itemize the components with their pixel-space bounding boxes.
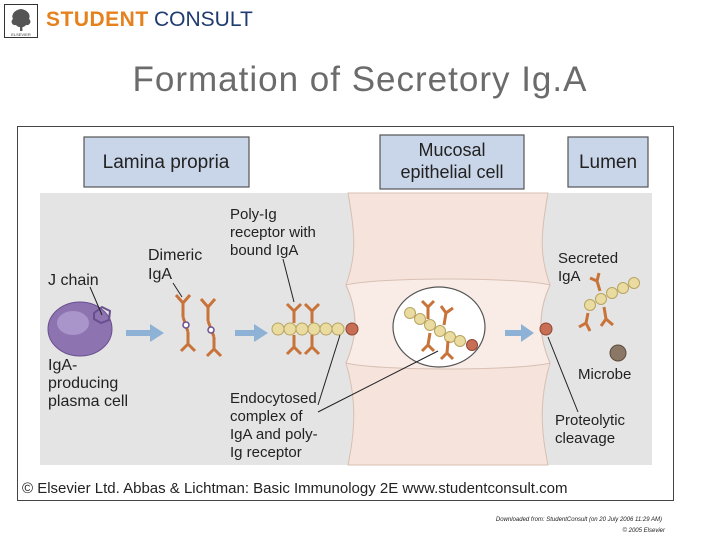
j-chain-link-icon — [182, 321, 190, 329]
j-chain-icon — [93, 305, 112, 325]
bound-iga-icon — [285, 302, 321, 356]
endo-label-line2: complex of — [230, 408, 303, 425]
figure-copyright: © Elsevier Ltd. Abbas & Lichtman: Basic … — [22, 480, 567, 497]
dimeric-label-line2: IgA — [148, 266, 172, 283]
endo-label-line1: Endocytosed — [230, 390, 317, 407]
lumen-label: Lumen — [579, 152, 637, 173]
arrow-2-icon — [235, 324, 268, 342]
plasma-cell-nucleus — [57, 311, 89, 335]
brand-consult: CONSULT — [154, 8, 253, 31]
iga-label-line2: producing — [48, 375, 118, 392]
proteolytic-label-line2: cleavage — [555, 430, 615, 447]
poly-ig-receptor-chain — [271, 322, 359, 336]
iga-label-line1: IgA- — [48, 357, 77, 374]
endocytosed-complex — [404, 307, 478, 351]
secreted-iga-icon — [578, 272, 614, 332]
arrow-1-icon — [126, 324, 164, 342]
j-chain-label: J chain — [48, 272, 99, 289]
download-note: Downloaded from: StudentConsult (on 20 J… — [495, 517, 662, 523]
microbe-label: Microbe — [578, 366, 631, 383]
endo-label-line3: IgA and poly- — [230, 426, 318, 443]
secreted-label-line2: IgA — [558, 268, 581, 285]
publisher-label: ELSEVIER — [11, 32, 31, 37]
j-chain-link-icon — [207, 326, 215, 334]
leader-lines — [89, 258, 579, 413]
microbe-icon — [609, 344, 627, 362]
cleaved-receptor-fragment — [539, 322, 553, 336]
footer-copyright: © 2005 Elsevier — [622, 528, 665, 534]
iga-label-line3: plasma cell — [48, 393, 128, 410]
secreted-iga — [584, 277, 640, 311]
lamina-propria-label: Lamina propria — [103, 152, 230, 173]
endo-label-line4: Ig receptor — [230, 444, 302, 461]
polyig-label-line3: bound IgA — [230, 242, 298, 259]
iga-formation-figure: Lamina propria Mucosal epithelial cell L… — [17, 126, 674, 501]
arrow-3-icon — [505, 324, 534, 342]
slide-title: Formation of Secretory Ig.A — [132, 60, 588, 99]
header-lumen — [567, 136, 649, 188]
brand-student: STUDENT — [46, 8, 149, 31]
polyig-label-line1: Poly-Ig — [230, 206, 277, 223]
mucosal-label-line2: epithelial cell — [400, 162, 503, 182]
proteolytic-label-line1: Proteolytic — [555, 412, 626, 429]
polyig-label-line2: receptor with — [230, 224, 316, 241]
elsevier-tree-icon: ELSEVIER — [4, 4, 38, 38]
mucosal-label-line1: Mucosal — [418, 140, 485, 160]
vesicle-iga-icon — [420, 299, 455, 361]
secreted-label-line1: Secreted — [558, 250, 618, 267]
dimeric-label-line1: Dimeric — [148, 247, 202, 264]
student-consult-logo: ELSEVIER STUDENT CONSULT — [4, 4, 253, 38]
header-lamina-propria — [83, 136, 250, 188]
diagram-canvas: Lamina propria Mucosal epithelial cell L… — [22, 134, 652, 497]
header-mucosal-cell — [379, 134, 525, 190]
